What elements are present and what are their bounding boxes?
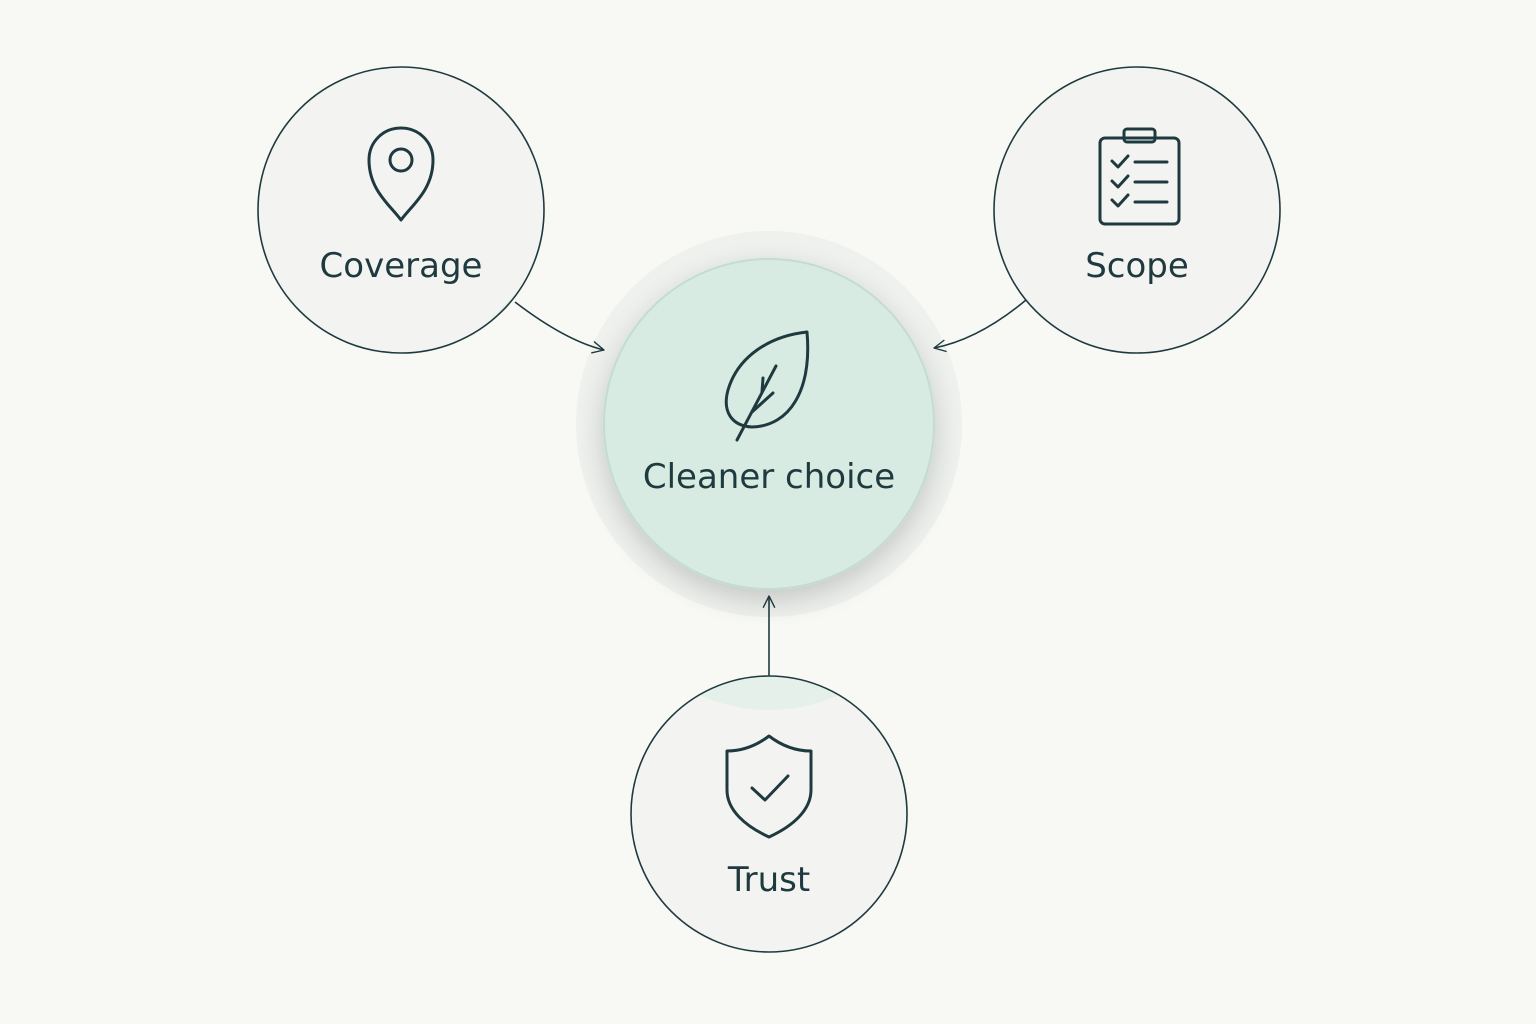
scope-circle (993, 66, 1281, 354)
scope-node: Scope (993, 66, 1281, 354)
trust-label: Trust (727, 860, 810, 900)
coverage-node: Coverage (257, 66, 545, 354)
leaf-icon (724, 330, 810, 442)
center-node: Cleaner choice (576, 231, 962, 617)
location-pin-icon (367, 126, 435, 222)
clipboard-checklist-icon (1098, 127, 1181, 226)
scope-label: Scope (1085, 246, 1189, 286)
arrow-coverage-to-center (514, 301, 605, 354)
shield-check-icon (725, 734, 813, 839)
coverage-circle (257, 66, 545, 354)
arrow-scope-to-center (933, 299, 1027, 353)
center-label: Cleaner choice (643, 457, 895, 497)
trust-node: Trust (630, 675, 908, 953)
coverage-label: Coverage (320, 246, 483, 286)
